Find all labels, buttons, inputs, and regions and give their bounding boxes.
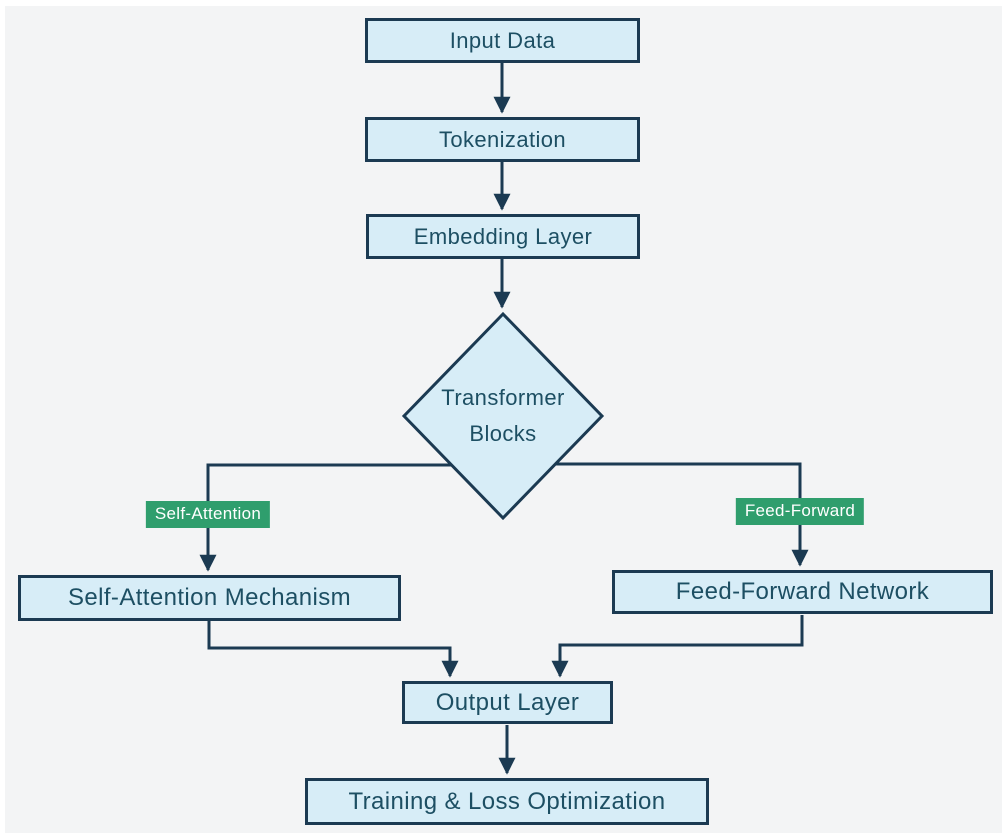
edge-label-feed-forward: Feed-Forward — [735, 498, 865, 525]
node-tokenization: Tokenization — [365, 117, 640, 162]
node-embedding-layer-label: Embedding Layer — [413, 223, 593, 249]
node-feed-forward-network: Feed-Forward Network — [612, 570, 993, 614]
edge-transformer-to-feed-forward — [546, 462, 809, 567]
edge-self-attention-to-output — [207, 621, 459, 678]
node-feed-forward-network-label: Feed-Forward Network — [675, 578, 930, 605]
node-output-layer: Output Layer — [402, 681, 613, 724]
node-transformer-blocks-label: Transformer Blocks — [441, 384, 565, 446]
node-output-layer-label: Output Layer — [435, 688, 580, 716]
node-tokenization-label: Tokenization — [438, 126, 567, 152]
node-training-loss-optimization-label: Training & Loss Optimization — [348, 787, 666, 815]
node-self-attention-mechanism-label: Self-Attention Mechanism — [67, 584, 352, 611]
node-training-loss-optimization: Training & Loss Optimization — [305, 778, 709, 825]
diamond-shape — [401, 311, 605, 521]
node-transformer-blocks: Transformer Blocks — [401, 311, 605, 521]
node-embedding-layer: Embedding Layer — [366, 214, 640, 259]
edge-feed-forward-to-output — [551, 615, 804, 678]
edge-label-self-attention: Self-Attention — [145, 501, 271, 528]
node-self-attention-mechanism: Self-Attention Mechanism — [18, 575, 401, 621]
edge-transformer-to-self-attention — [199, 463, 462, 572]
node-input-data: Input Data — [365, 18, 640, 63]
node-input-data-label: Input Data — [449, 27, 556, 53]
